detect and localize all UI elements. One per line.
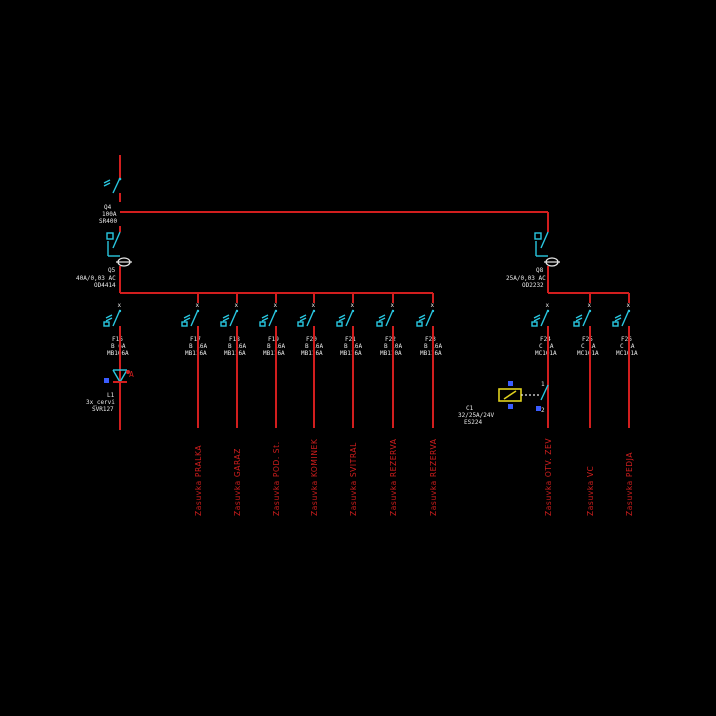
f24-type: MC101A (535, 350, 557, 357)
q4-rating: 100A (102, 211, 117, 218)
f17-type: MB116A (185, 350, 207, 357)
l1-light-symbol (104, 369, 130, 383)
l1-label: L1 (107, 392, 115, 399)
q8-type: OD2232 (522, 282, 544, 289)
contactor-mark-2: 2 (541, 407, 545, 414)
f16-rating: B 6A (111, 343, 126, 350)
contactor-mark-1: 1 (541, 381, 545, 388)
f18-circuit-label: Zasuvka GARAZ (233, 448, 242, 516)
f19-type: MB116A (263, 350, 285, 357)
q8-label: Q8 (536, 267, 544, 274)
l1-desc: 3x_cervi (86, 399, 115, 406)
f25-circuit-label: Zasuvka VC (586, 466, 595, 516)
svg-text:x: x (546, 302, 550, 309)
f18-type: MB116A (224, 350, 246, 357)
f22-label: F22 (385, 336, 396, 343)
f22-type: MB110A (380, 350, 402, 357)
f23-type: MB116A (420, 350, 442, 357)
q8-rating: 25A/0,03 AC (506, 275, 546, 282)
svg-text:x: x (431, 302, 435, 309)
f26-label: F26 (621, 336, 632, 343)
q8-rcd-symbol (534, 231, 560, 267)
q5-type: OD4414 (94, 282, 116, 289)
f26-circuit-label: Zasuvka PEDJA (625, 452, 634, 516)
f23-circuit-label: Zasuvka REZERVA (429, 438, 438, 516)
f26-rating: C 1A (620, 343, 635, 350)
svg-text:x: x (274, 302, 278, 309)
f24-label: F24 (540, 336, 551, 343)
c1-label: C1 (466, 405, 474, 412)
svg-text:x: x (391, 302, 395, 309)
f18-label: F18 (229, 336, 240, 343)
f16-label: F16 (112, 336, 123, 343)
f25-label: F25 (582, 336, 593, 343)
c1-type: ES224 (464, 419, 482, 426)
q5-label: Q5 (108, 267, 116, 274)
q4-type: SR400 (99, 218, 117, 225)
l1-type: SVR127 (92, 406, 114, 413)
f19-circuit-label: Zasuvka POD. St. (272, 441, 281, 516)
f17-label: F17 (190, 336, 201, 343)
f20-circuit-label: Zasuvka KOMINEK (310, 438, 319, 516)
f20-label: F20 (306, 336, 317, 343)
c1-contactor-symbol (498, 381, 549, 411)
c1-rating: 32/25A/24V (458, 412, 495, 419)
f20-type: MB116A (301, 350, 323, 357)
f25-rating: C 1A (581, 343, 596, 350)
f21-label: F21 (345, 336, 356, 343)
q5-rcd-symbol (106, 231, 132, 267)
f21-type: MB116A (340, 350, 362, 357)
svg-text:x: x (118, 302, 122, 309)
f24-circuit-label: Zasuvka OTV. ZEV (544, 438, 553, 516)
q5-rating: 40A/0,03 AC (76, 275, 116, 282)
f16-type: MB106A (107, 350, 129, 357)
svg-text:x: x (351, 302, 355, 309)
svg-text:x: x (588, 302, 592, 309)
f23-label: F23 (425, 336, 436, 343)
terminal-mark-a: A (129, 370, 134, 379)
q4-label: Q4 (104, 204, 112, 211)
f19-label: F19 (268, 336, 279, 343)
q4-main-switch-symbol (103, 177, 122, 194)
f26-type: MC101A (616, 350, 638, 357)
svg-text:x: x (627, 302, 631, 309)
f17-circuit-label: Zasuvka PRALKA (194, 445, 203, 516)
f22-circuit-label: Zasuvka REZERVA (389, 438, 398, 516)
f25-type: MC101A (577, 350, 599, 357)
f24-rating: C 1A (539, 343, 554, 350)
svg-text:x: x (196, 302, 200, 309)
svg-text:x: x (312, 302, 316, 309)
svg-text:x: x (235, 302, 239, 309)
f21-circuit-label: Zasuvka SVITRAL (349, 442, 358, 516)
